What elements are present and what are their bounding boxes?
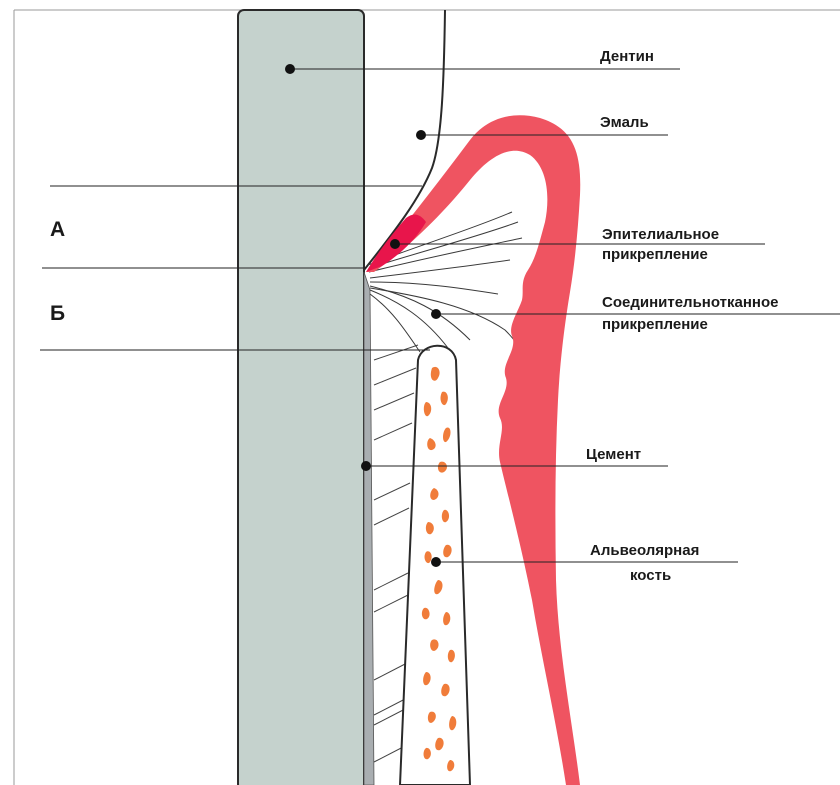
connective-label-line2: прикрепление: [602, 316, 708, 333]
bone-label-line1: Альвеолярная: [590, 542, 699, 559]
bone-label-line2: кость: [630, 567, 671, 584]
zone-label-b: Б: [50, 302, 65, 325]
gingival-fibers: [368, 212, 522, 352]
zone-label-a: А: [50, 218, 65, 241]
epithelial-label-line1: Эпителиальное: [602, 226, 719, 243]
connective-label-line1: Соединительнотканное: [602, 294, 778, 311]
epithelial-marker: [390, 239, 400, 249]
dentin-marker: [285, 64, 295, 74]
cement-label: Цемент: [586, 446, 641, 463]
cement-marker: [361, 461, 371, 471]
dentin-block: [238, 10, 364, 785]
bone-marker: [431, 557, 441, 567]
enamel-marker: [416, 130, 426, 140]
dentin-label: Дентин: [600, 48, 654, 65]
connective-marker: [431, 309, 441, 319]
enamel-label: Эмаль: [600, 114, 649, 131]
gingiva: [366, 115, 580, 785]
epithelial-label-line2: прикрепление: [602, 246, 708, 263]
cement-layer: [364, 272, 374, 785]
